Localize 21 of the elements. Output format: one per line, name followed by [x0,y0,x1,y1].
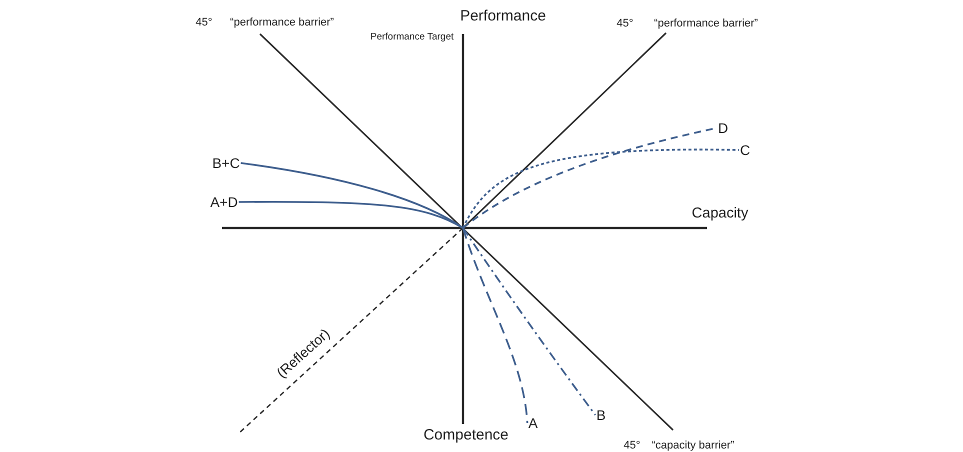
degree-label: 45° [616,18,634,30]
degree-label: 45° [624,440,640,452]
curve-label: C [740,142,750,158]
dashed-curve [462,228,528,424]
barrier-label: “performance barrier” [230,16,334,30]
dash-dot-curve [462,228,596,416]
axis-label: Performance [460,7,546,25]
barrier-label: “capacity barrier” [652,440,734,452]
curve-label: D [718,120,728,136]
curve-label: B [596,406,606,424]
target-label: Performance Target [370,32,454,44]
axis-label: Competence [423,426,509,444]
degree-label: 45° [196,16,212,30]
barrier-label: “performance barrier” [654,18,758,30]
solid-curve [238,200,464,229]
dotted-curve [462,148,739,228]
solid-curve [240,162,464,229]
curve-label: A [528,414,538,432]
axis-label: Capacity [692,206,748,222]
curve-label: A+D [210,194,238,210]
curve-label: B+C [212,154,240,172]
